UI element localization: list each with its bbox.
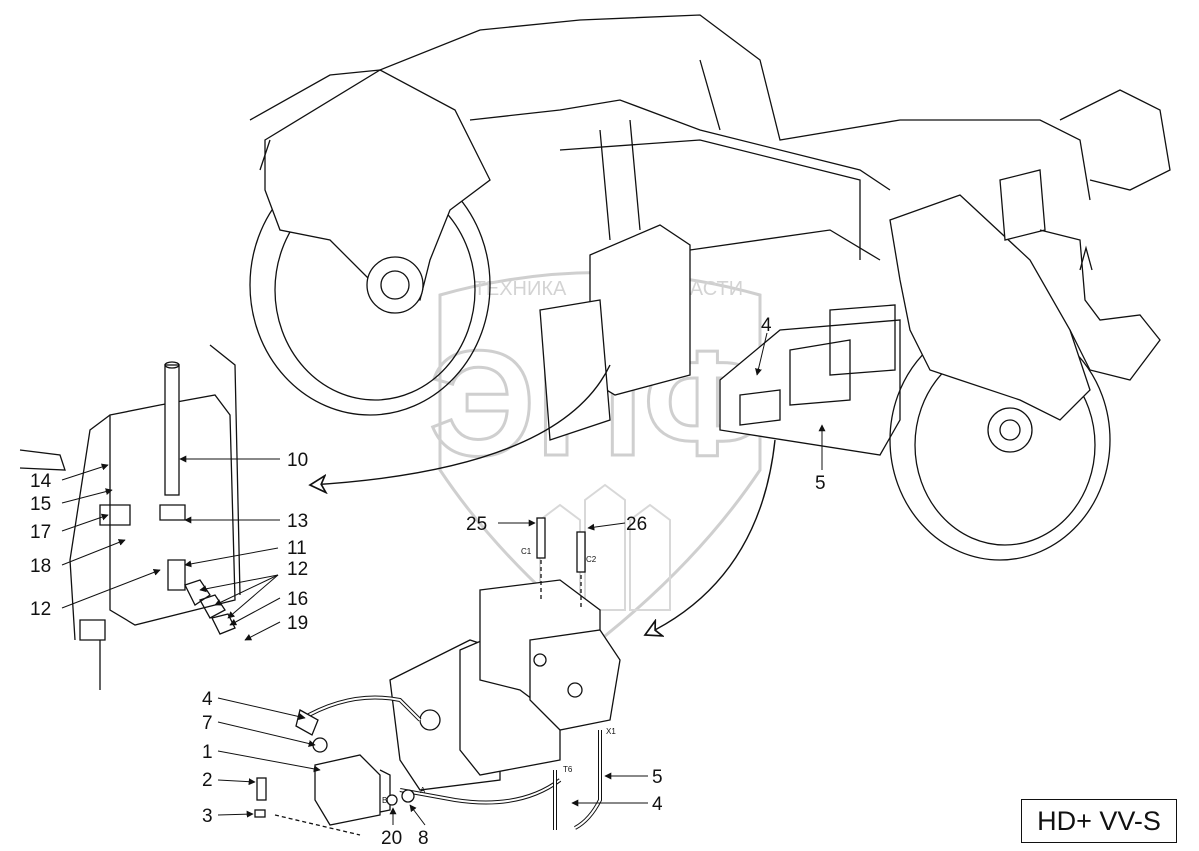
washer-20 (386, 794, 398, 806)
washer-3 (254, 809, 266, 818)
callout-20: 20 (381, 828, 402, 849)
front-drum-side-plate (264, 69, 491, 301)
callout-17: 17 (30, 522, 51, 543)
operator-seat (1039, 229, 1161, 381)
callout-3: 3 (202, 806, 213, 827)
callout-12: 12 (287, 559, 308, 580)
callout-4-lower: 4 (202, 689, 213, 710)
model-badge: HD+ VV-S (1021, 799, 1177, 843)
leader-lines (61, 332, 826, 826)
bracket-detail-assembly (19, 344, 241, 690)
rear-drum-side-plate (889, 194, 1091, 421)
callout-2: 2 (202, 770, 213, 791)
support-tube (164, 364, 180, 496)
callout-12-left: 12 (30, 599, 51, 620)
port-mark-a: A (420, 786, 426, 795)
callout-13: 13 (287, 511, 308, 532)
callout-1: 1 (202, 742, 213, 763)
port-mark-c1: C1 (521, 547, 532, 556)
fitting-25 (536, 517, 546, 559)
callout-5: 5 (815, 473, 826, 494)
port-mark-b: B (382, 796, 387, 805)
view-transition-arrows (310, 364, 776, 635)
callout-18: 18 (30, 556, 51, 577)
small-valve-1 (314, 754, 381, 826)
port-mark-t6: T6 (563, 765, 573, 774)
callout-4: 4 (761, 315, 772, 336)
callout-4-bottom: 4 (652, 794, 663, 815)
arrow-to-valve-detail (645, 439, 776, 635)
callout-11: 11 (287, 538, 307, 559)
mirror (999, 169, 1046, 241)
callout-labels: 4 5 10 13 11 12 16 19 14 15 17 18 12 25 … (30, 315, 826, 849)
callout-10: 10 (287, 450, 308, 471)
callout-7: 7 (202, 713, 213, 734)
callout-15: 15 (30, 494, 51, 515)
valve-section-4 (529, 629, 621, 731)
callout-25: 25 (466, 514, 487, 535)
port-mark-x1: X1 (606, 727, 616, 736)
arrow-to-bracket-detail (310, 364, 611, 485)
fitting-8 (401, 789, 415, 803)
callout-5-lower: 5 (652, 767, 663, 788)
fitting-26 (576, 531, 586, 573)
valve-block-assembly (254, 517, 621, 836)
callout-16: 16 (287, 589, 308, 610)
callout-26: 26 (626, 514, 647, 535)
port-marks: C1 C2 X1 T6 A B (382, 547, 616, 805)
port-mark-c2: C2 (586, 555, 597, 564)
callout-14: 14 (30, 471, 52, 492)
callout-8: 8 (418, 828, 429, 849)
callout-19: 19 (287, 613, 308, 634)
watermark-text-left: ТЕХНИКА (474, 278, 567, 300)
roller-machine-assembly (249, 14, 1171, 561)
screw-2 (256, 777, 267, 801)
fitting-7 (312, 737, 328, 753)
